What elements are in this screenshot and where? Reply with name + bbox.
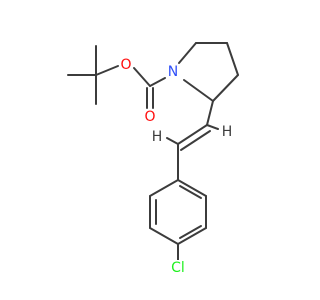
- carbonyl-oxygen-label: O: [144, 109, 155, 125]
- bond-vinyl-h-left: [166, 137, 179, 145]
- bond-carbonyl-to-nitrogen: [149, 77, 166, 87]
- bond-c2-to-vinyl: [206, 100, 214, 126]
- chlorine-label: Cl: [171, 260, 185, 276]
- bond-phenyl-3-4: [177, 227, 207, 245]
- vinyl-hydrogen-right-label: H: [222, 124, 233, 140]
- bond-phenyl-1-2: [177, 179, 207, 197]
- molecule-structure: O O N H H Cl: [67, 42, 239, 276]
- bond-ring-c2-n: [183, 79, 214, 102]
- bond-vinyl-h-right: [206, 124, 219, 130]
- bond-ring-c4-c3: [226, 42, 239, 76]
- bond-ring-n-c5: [178, 42, 197, 64]
- bond-phenyl-inner-a: [179, 185, 202, 199]
- bond-phenyl-4-5: [149, 227, 179, 245]
- bond-tbu-to-ester-oxygen: [95, 65, 119, 76]
- bond-vinyl-double-a: [177, 124, 208, 145]
- bond-ring-c3-c2: [212, 74, 239, 102]
- vinyl-hydrogen-left-label: H: [152, 129, 163, 145]
- bond-vinyl-double-b: [180, 130, 211, 151]
- ring-nitrogen-label: N: [168, 64, 178, 80]
- bond-phenyl-inner-b: [179, 225, 202, 239]
- ester-oxygen-label: O: [120, 57, 131, 73]
- bond-phenyl-6-1: [149, 179, 179, 197]
- bond-ester-oxygen-to-carbonyl: [133, 67, 151, 87]
